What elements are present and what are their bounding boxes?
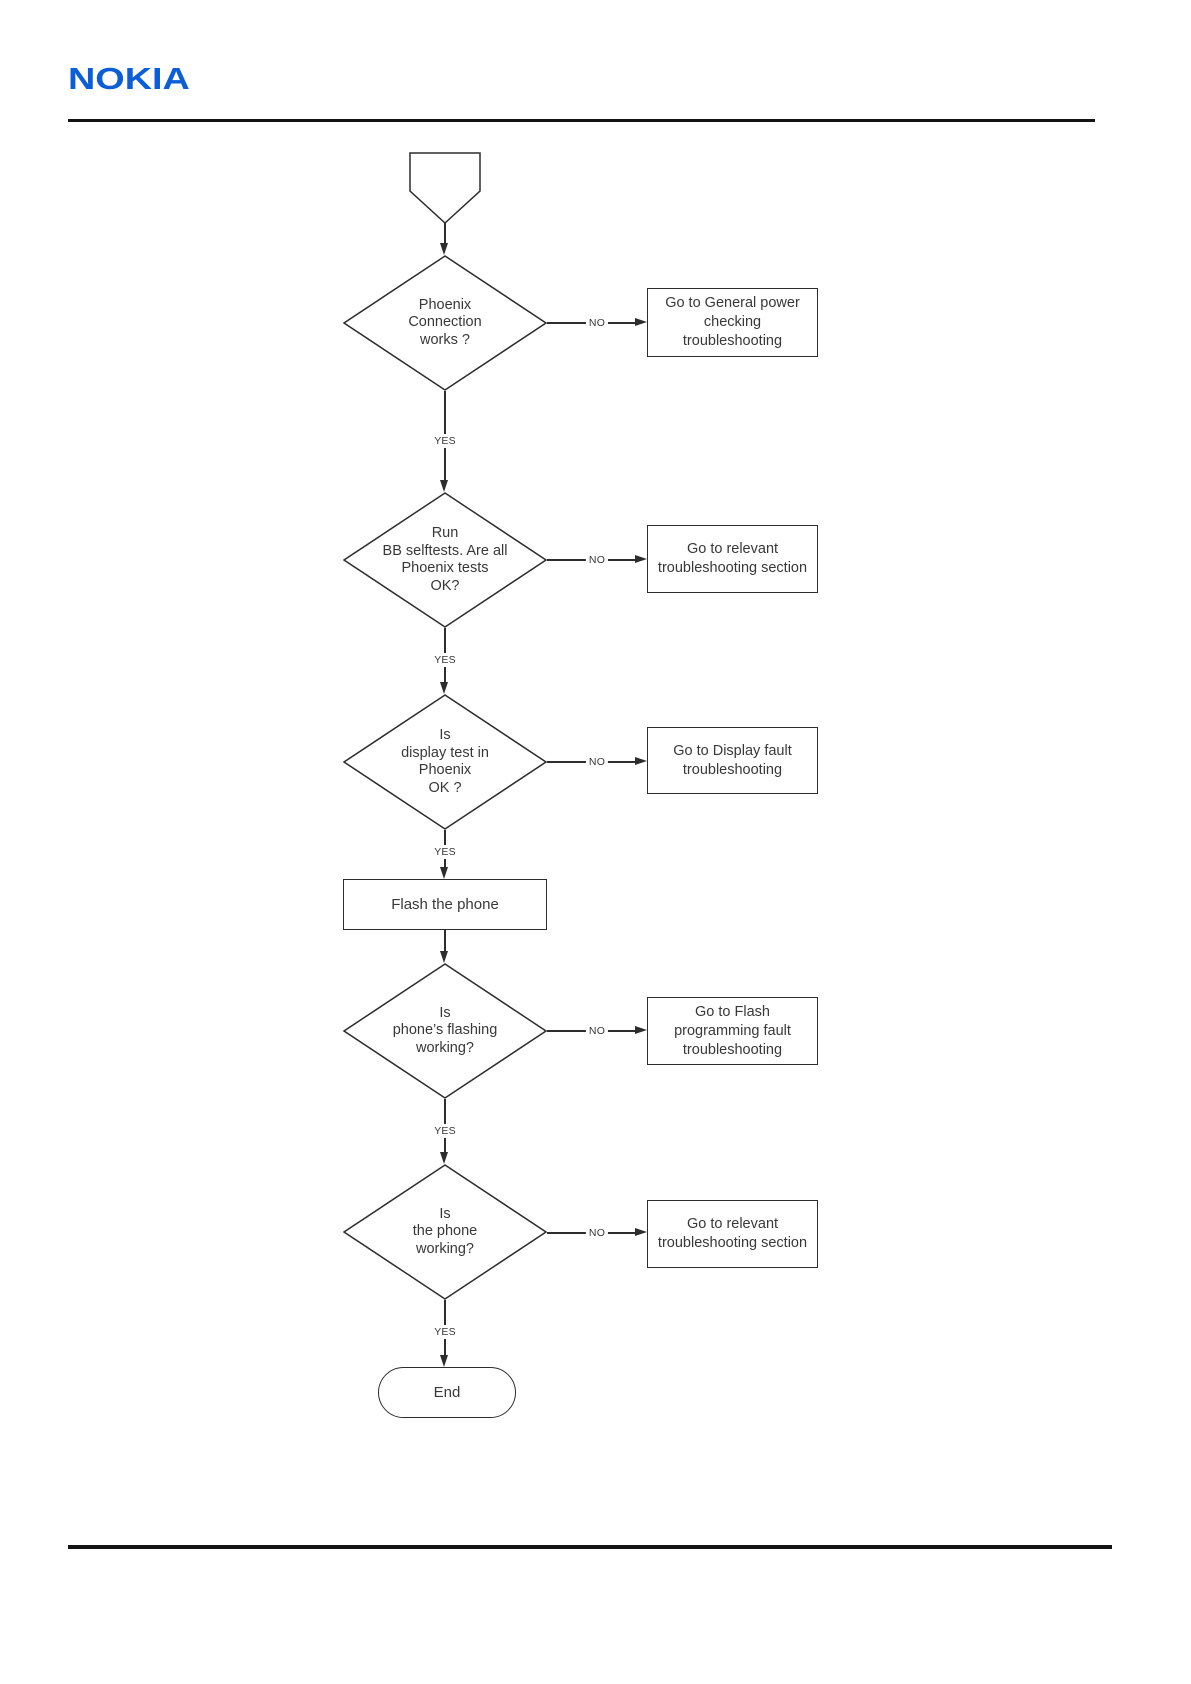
- box-text: Go to relevant troubleshooting section: [657, 1216, 808, 1251]
- edge-label-no: NO: [585, 316, 609, 330]
- box-flash-programming-fault: Go to Flash programming fault troublesho…: [647, 997, 818, 1065]
- edge-label-yes: YES: [431, 1325, 459, 1339]
- box-text: Go to Flash programming fault troublesho…: [674, 1003, 791, 1058]
- nokia-logo: NOKIA: [68, 61, 190, 96]
- decision-display-test: Is display test in Phoenix OK ?: [343, 694, 547, 830]
- diamond-shape: [343, 963, 547, 1099]
- arrowhead-down: [440, 951, 448, 963]
- box-display-fault-troubleshooting: Go to Display fault troubleshooting: [647, 727, 818, 794]
- decision-text: Run BB selftests. Are all Phoenix tests …: [382, 525, 508, 594]
- connector-line: [444, 223, 446, 244]
- arrowhead-down: [440, 682, 448, 694]
- header-rule: [68, 119, 1095, 122]
- arrowhead-down: [440, 1152, 448, 1164]
- decision-bb-selftests: Run BB selftests. Are all Phoenix tests …: [343, 492, 547, 628]
- edge-label-no: NO: [585, 755, 609, 769]
- decision-phone-working: Is the phone working?: [343, 1164, 547, 1300]
- terminator-end: End: [378, 1367, 516, 1418]
- box-relevant-troubleshooting-2: Go to relevant troubleshooting section: [647, 1200, 818, 1268]
- box-text: Go to Display fault troubleshooting: [673, 742, 792, 778]
- decision-flashing-working: Is phone’s flashing working?: [343, 963, 547, 1099]
- arrowhead-right: [635, 555, 647, 563]
- box-text: Go to relevant troubleshooting section: [657, 541, 808, 576]
- connector-line: [444, 930, 446, 952]
- edge-label-yes: YES: [431, 1124, 459, 1138]
- edge-label-no: NO: [585, 1226, 609, 1240]
- footer-rule: [68, 1545, 1112, 1549]
- diamond-shape: [343, 255, 547, 391]
- process-flash-phone: Flash the phone: [343, 879, 547, 930]
- decision-text: Is the phone working?: [412, 1205, 478, 1257]
- decision-phoenix-connection: Phoenix Connection works ?: [343, 255, 547, 391]
- arrowhead-right: [635, 318, 647, 326]
- arrowhead-right: [635, 1026, 647, 1034]
- diamond-shape: [343, 1164, 547, 1300]
- diamond-shape: [343, 492, 547, 628]
- arrowhead-right: [635, 1228, 647, 1236]
- box-relevant-troubleshooting-1: Go to relevant troubleshooting section: [647, 525, 818, 593]
- box-text: Go to General power checking troubleshoo…: [665, 295, 800, 349]
- diamond-shape: [343, 694, 547, 830]
- arrowhead-down: [440, 1355, 448, 1367]
- edge-label-yes: YES: [431, 845, 459, 859]
- arrowhead-down: [440, 480, 448, 492]
- decision-text: Is phone’s flashing working?: [392, 1004, 498, 1056]
- edge-label-yes: YES: [431, 434, 459, 448]
- start-off-page-connector: [409, 152, 481, 224]
- edge-label-yes: YES: [431, 653, 459, 667]
- arrowhead-right: [635, 757, 647, 765]
- decision-text: Is display test in Phoenix OK ?: [401, 727, 489, 796]
- arrowhead-down: [440, 243, 448, 255]
- process-text: Flash the phone: [391, 896, 499, 913]
- decision-text: Phoenix Connection works ?: [408, 296, 482, 348]
- box-general-power-troubleshooting: Go to General power checking troubleshoo…: [647, 288, 818, 357]
- terminator-text: End: [433, 1384, 461, 1401]
- arrowhead-down: [440, 867, 448, 879]
- edge-label-no: NO: [585, 1024, 609, 1038]
- edge-label-no: NO: [585, 553, 609, 567]
